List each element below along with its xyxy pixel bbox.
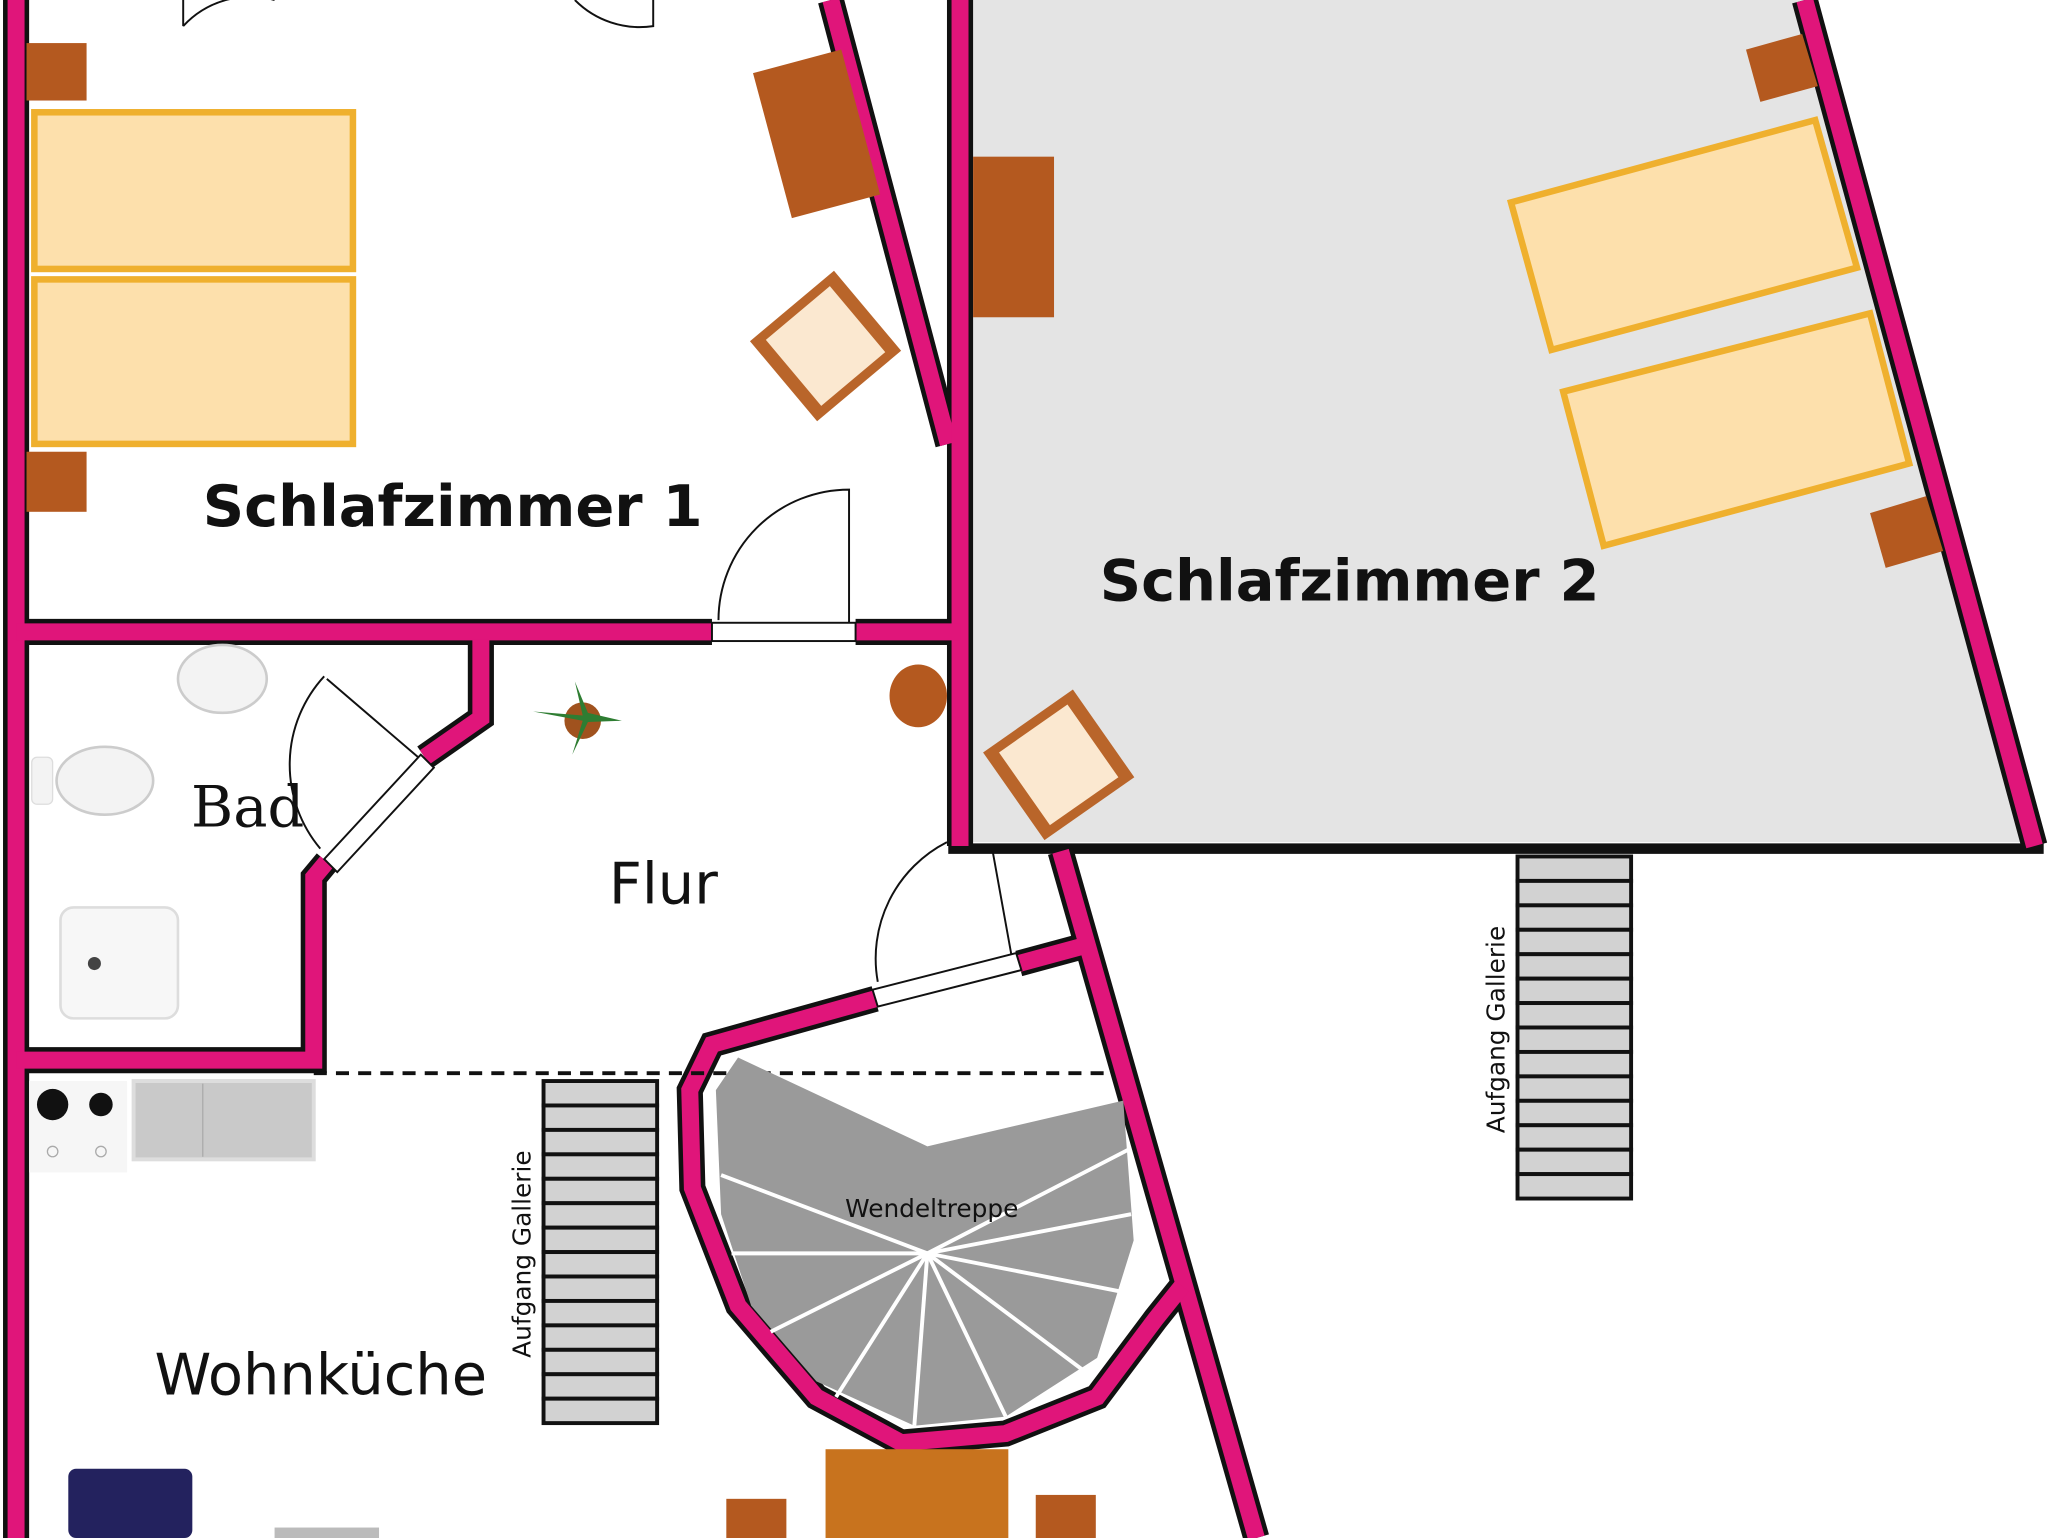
stair-step xyxy=(1515,952,1634,981)
stair-step xyxy=(541,1103,660,1132)
nightstand xyxy=(26,43,87,101)
plant-icon xyxy=(533,681,622,755)
stair-step xyxy=(541,1079,660,1108)
room-label-flur: Flur xyxy=(609,850,718,917)
stair-step xyxy=(1515,1123,1634,1152)
shower xyxy=(59,906,180,1020)
round-table xyxy=(889,664,947,728)
nightstand xyxy=(26,451,87,512)
room-label-bad: Bad xyxy=(191,773,304,840)
stair-step xyxy=(541,1127,660,1157)
stair-step xyxy=(541,1274,660,1303)
nightstand xyxy=(1745,33,1818,102)
kitchen xyxy=(29,1079,316,1173)
stair-step xyxy=(541,1298,660,1328)
stair-step xyxy=(1515,1147,1634,1177)
stair-step xyxy=(541,1372,660,1401)
bathroom-fixtures xyxy=(31,643,269,1020)
armchair xyxy=(749,270,902,422)
stair-step xyxy=(1515,976,1634,1006)
kitchen-sink xyxy=(131,1079,316,1162)
stairs-label-left: Aufgang Gallerie xyxy=(507,1150,536,1357)
bed-schlafzimmer1 xyxy=(31,109,357,448)
stairs-right xyxy=(1515,854,1634,1201)
door-flur xyxy=(874,841,1014,982)
door-top-left xyxy=(182,0,655,29)
stairs-left xyxy=(541,1079,660,1426)
chair xyxy=(1035,1494,1096,1538)
stair-step xyxy=(1515,1049,1634,1079)
chair xyxy=(726,1498,787,1538)
stair-step xyxy=(1515,927,1634,957)
room-label-wohnkueche: Wohnküche xyxy=(154,1341,487,1408)
door-schlafzimmer1 xyxy=(717,488,851,625)
armchair xyxy=(983,689,1135,841)
spiral-stair xyxy=(715,1057,1134,1426)
stair-step xyxy=(541,1201,660,1230)
wardrobe xyxy=(973,156,1055,318)
stair-step xyxy=(1515,854,1634,883)
room-label-wendeltreppe: Wendeltreppe xyxy=(845,1194,1018,1223)
stairs-label-right: Aufgang Gallerie xyxy=(1481,926,1510,1133)
stair-step xyxy=(1515,1074,1634,1103)
doors xyxy=(182,0,1023,1008)
room-label-schlafzimmer1: Schlafzimmer 1 xyxy=(203,473,703,540)
stair-step xyxy=(1515,903,1634,932)
dresser xyxy=(753,49,881,219)
stair-step xyxy=(541,1323,660,1352)
stair-step xyxy=(541,1250,660,1279)
stair-step xyxy=(541,1225,660,1255)
stair-step xyxy=(1515,1098,1634,1128)
stair-step xyxy=(541,1152,660,1181)
stair-step xyxy=(541,1396,660,1426)
stair-step xyxy=(1515,878,1634,908)
toilet xyxy=(55,745,155,817)
stair-step xyxy=(1515,1001,1634,1030)
door-bad xyxy=(288,675,419,850)
room-label-schlafzimmer2: Schlafzimmer 2 xyxy=(1100,548,1600,615)
stair-step xyxy=(1515,1025,1634,1054)
sofa xyxy=(68,1468,193,1538)
bed-schlafzimmer2 xyxy=(1506,116,1914,550)
stair-step xyxy=(541,1347,660,1377)
dining-table xyxy=(825,1449,1009,1538)
spiral-steps xyxy=(720,1147,1132,1426)
sink xyxy=(176,643,269,715)
stair-step xyxy=(541,1176,660,1206)
side-table xyxy=(274,1527,380,1538)
nightstand xyxy=(1870,496,1944,568)
stair-step xyxy=(1515,1172,1634,1201)
